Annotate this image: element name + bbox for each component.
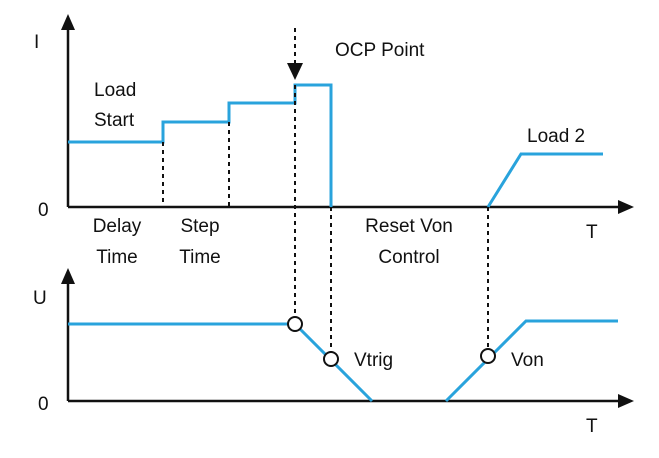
- von-marker: [480, 348, 496, 364]
- voltage-y-label: U: [33, 288, 47, 309]
- load2-curve: [486, 152, 603, 208]
- load-start-label-line2: Start: [94, 110, 135, 131]
- voltage-plot: U 0 T Vtrig Von: [33, 85, 634, 437]
- vtrig-marker: [323, 351, 339, 367]
- current-origin-label: 0: [38, 200, 49, 221]
- vtrig-label: Vtrig: [354, 350, 393, 371]
- current-plot: I 0 T Load Start OCP Point Load 2 Delay …: [34, 14, 634, 268]
- load2-label: Load 2: [527, 126, 585, 147]
- voltage-y-axis-arrow-icon: [61, 268, 75, 284]
- step-time-label-line1: Step: [180, 216, 219, 237]
- current-x-axis-arrow-icon: [618, 200, 634, 214]
- ocp-point-label: OCP Point: [335, 40, 425, 61]
- reset-von-label-line2: Control: [378, 247, 439, 268]
- delay-time-label-line2: Time: [96, 247, 138, 268]
- von-label: Von: [511, 350, 544, 371]
- voltage-recovery-curve: [444, 319, 618, 403]
- current-curve: [68, 83, 333, 207]
- load-start-label-line1: Load: [94, 80, 136, 101]
- voltage-origin-label: 0: [38, 394, 49, 415]
- reset-von-label-line1: Reset Von: [365, 216, 453, 237]
- current-y-axis-arrow-icon: [61, 14, 75, 30]
- current-y-label: I: [34, 32, 39, 53]
- step-time-label-line2: Time: [179, 247, 221, 268]
- voltage-x-axis-arrow-icon: [618, 394, 634, 408]
- ocp-trigger-marker: [287, 316, 303, 332]
- voltage-x-label: T: [586, 416, 598, 437]
- current-x-label: T: [586, 222, 598, 243]
- ocp-point-arrow-icon: [287, 63, 303, 80]
- delay-time-label-line1: Delay: [93, 216, 142, 237]
